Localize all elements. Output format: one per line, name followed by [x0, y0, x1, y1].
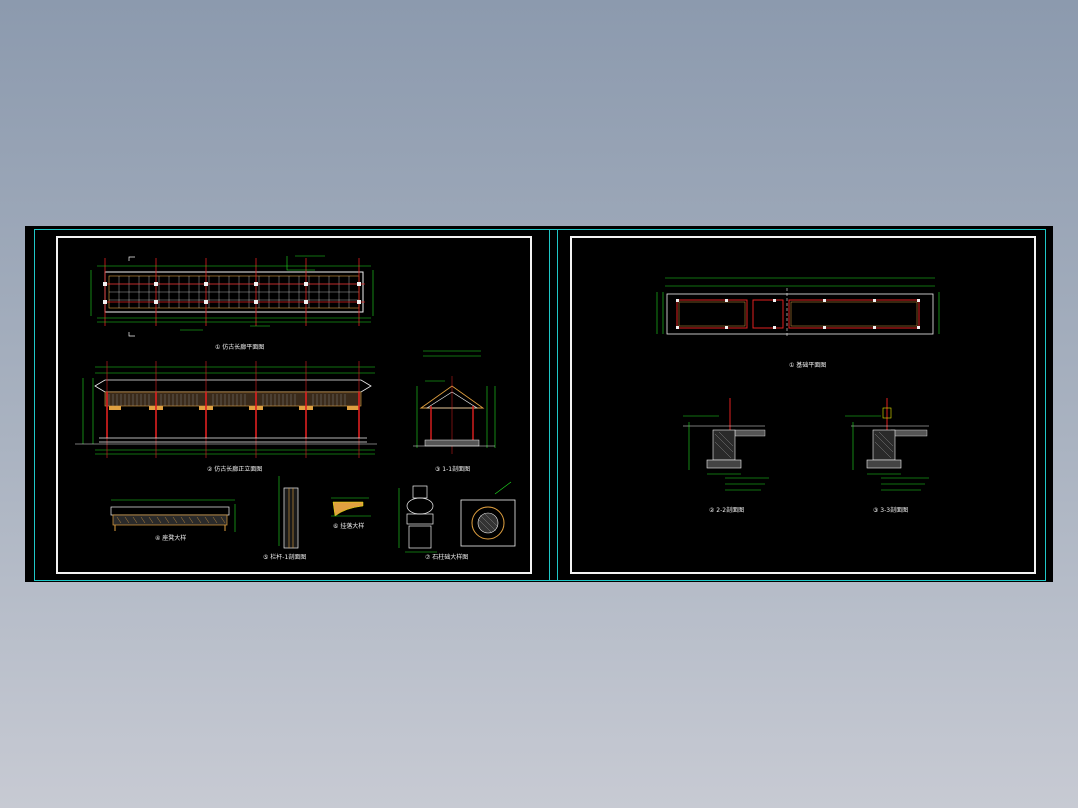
bench-caption: ④ 座凳大样	[155, 534, 186, 542]
section-1-caption: ③ 1-1剖面图	[435, 465, 470, 473]
drawing-canvas: ① 仿古长廊平面图	[75, 255, 940, 561]
cad-viewport[interactable]: ① 仿古长廊平面图	[25, 226, 1053, 582]
sheet-left-border	[34, 229, 558, 581]
bracket-view: ⑥ 挂落大样	[331, 497, 371, 530]
elevation-caption: ② 仿古长廊正立面图	[207, 465, 262, 473]
elevation-view: ② 仿古长廊正立面图	[75, 361, 377, 473]
section-2-caption: ② 2-2剖面图	[709, 506, 744, 514]
section-2-view: ② 2-2剖面图	[683, 398, 769, 514]
bench-view: ④ 座凳大样	[110, 499, 236, 542]
foundation-plan-view: ① 基础平面图	[656, 277, 940, 369]
plan-caption: ① 仿古长廊平面图	[215, 343, 264, 351]
bracket-caption: ⑥ 挂落大样	[333, 522, 364, 530]
section-3-view: ③ 3-3剖面图	[845, 398, 929, 514]
base-caption: ⑦ 石柱础大样图	[425, 553, 468, 561]
section-3-caption: ③ 3-3剖面图	[873, 506, 908, 514]
sheet-left-drawing-frame	[56, 236, 532, 574]
sheet-right-border	[549, 229, 1046, 581]
sheet-right-drawing-frame	[570, 236, 1036, 574]
plan-view: ① 仿古长廊平面图	[90, 255, 374, 351]
foundation-plan-caption: ① 基础平面图	[789, 361, 826, 369]
section-1-view: ③ 1-1剖面图	[413, 350, 496, 473]
column-detail-caption: ⑤ 栏杆-1剖面图	[263, 553, 306, 561]
base-view: ⑦ 石柱础大样图	[398, 481, 516, 561]
column-detail-view: ⑤ 栏杆-1剖面图	[263, 476, 306, 561]
